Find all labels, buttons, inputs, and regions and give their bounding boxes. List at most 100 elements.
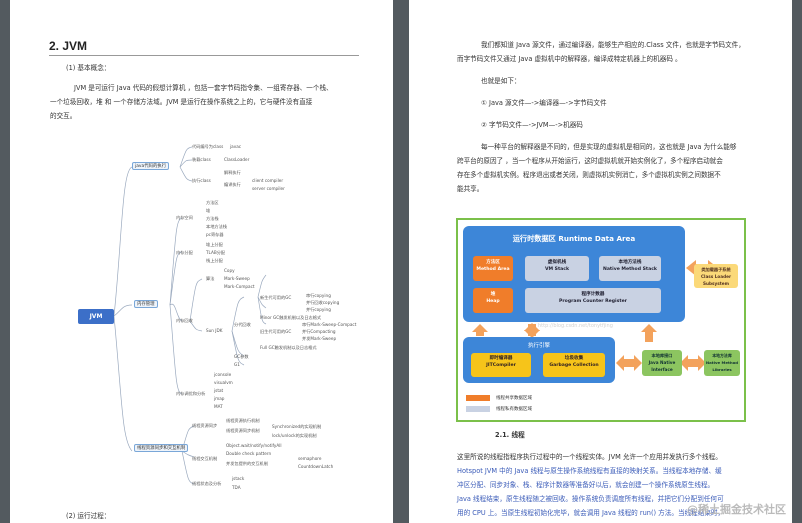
mindmap-node: 方法区 — [206, 200, 219, 205]
mindmap-node: jconsole — [214, 372, 232, 377]
mindmap-node: ClassLoader — [224, 157, 250, 162]
mindmap-node: 栈上分配 — [206, 258, 223, 263]
mindmap-node: TDA — [232, 485, 241, 490]
section-heading: 2. JVM — [49, 39, 88, 53]
paragraph-line: Hotspot JVM 中的 Java 线程与原生操作系统线程有直接的映射关系。… — [457, 467, 722, 475]
document-page-right: 我们都知道 Java 源文件，通过编译器，能够生产相应的.Class 文件，也就… — [409, 0, 792, 523]
thread-subheading: 2.1. 线程 — [495, 431, 525, 439]
paragraph-line: 也就是如下： — [481, 77, 521, 85]
mindmap-node: semaphore — [298, 456, 322, 461]
legend-swatch-private — [466, 406, 490, 412]
mindmap-node: 方法栈 — [206, 216, 219, 221]
mindmap-node: TLAB分配 — [206, 250, 226, 255]
mindmap-node: 线程资源同步机制 — [226, 428, 260, 433]
paragraph-line: 用的 CPU 上。当原生线程初始化完毕，就会调用 Java 线程的 run() … — [457, 509, 725, 517]
paragraph-line: 能共享。 — [457, 185, 484, 193]
mindmap-node: Minor GC触发机制以及日志格式 — [260, 315, 322, 320]
mindmap-node: Double check pattern — [226, 451, 272, 456]
mindmap-node: 装载class — [192, 157, 211, 162]
diagram-arrows — [472, 260, 718, 371]
mindmap-node: Sun JDK — [206, 328, 223, 333]
mindmap-node: Synchronized的实现机制 — [272, 424, 322, 429]
mindmap-node: 分代回收 — [234, 322, 251, 327]
mindmap-node: 堆上分配 — [206, 242, 223, 247]
mindmap-node: GC参数 — [234, 354, 249, 359]
paragraph-line: 这里所说的线程指程序执行过程中的一个线程实体。JVM 允许一个应用并发执行多个线… — [457, 453, 722, 461]
legend-swatch-shared — [466, 395, 490, 401]
paragraph-line: 存在多个虚拟机实例。程序退出或者关闭，则虚拟机实例消亡，多个虚拟机实例之间数据不 — [457, 171, 721, 179]
mindmap-branch: java代码的执行 — [132, 162, 170, 170]
mindmap-node: 执行class — [192, 178, 211, 183]
heading-rule — [49, 55, 359, 56]
mindmap-node: 线程资源同步 — [192, 423, 218, 428]
mindmap-node: 并行Compacting — [302, 329, 336, 334]
mindmap-branch: 线程资源同步和交互机制 — [134, 444, 189, 452]
mindmap-node: 线程资源执行机制 — [226, 418, 260, 423]
site-watermark: @稀土掘金技术社区 — [687, 503, 786, 516]
paragraph-line: 一个垃圾回收，堆 和 一个存储方法域。JVM 是运行在操作系统之上的，它与硬件没… — [50, 98, 313, 106]
mindmap-node: 解释执行 — [224, 170, 241, 175]
mindmap-node: 线程交互机制 — [192, 456, 218, 461]
legend-private-label: 线程私有数据区域 — [496, 407, 532, 412]
paragraph-line: 我们都知道 Java 源文件，通过编译器，能够生产相应的.Class 文件，也就… — [481, 41, 745, 49]
subsection-run-process: (2) 运行过程： — [66, 512, 111, 520]
mindmap-node: 并行copying — [306, 307, 331, 312]
paragraph-line: 的交互。 — [50, 112, 77, 120]
mindmap-branch: 内存管理 — [134, 300, 158, 308]
paragraph-line: Java 线程结束，原生线程随之被回收。操作系统负责调度所有线程，并把它们分配到… — [457, 495, 724, 503]
mindmap-node: 旧生代可用的GC — [260, 329, 292, 334]
mindmap-node: 内存空间 — [176, 215, 193, 220]
paragraph-line: 跨平台的原因了 ，当一个程序从开始运行，这时虚拟机就开始实例化了，多个程序启动就… — [457, 157, 723, 165]
paragraph-line: 而字节码文件又通过 Java 虚拟机中的解释器，编译成特定机器上的机器码 。 — [457, 55, 682, 63]
mindmap-root: JVM — [78, 309, 114, 324]
paragraph-line: JVM 是可运行 Java 代码的假想计算机 ，包括一套字节码指令集、一组寄存器… — [74, 84, 333, 92]
mindmap-node: visualvm — [214, 380, 233, 385]
mindmap-node: 编译执行 — [224, 182, 241, 187]
mindmap-node: 并发包提供的交互机制 — [226, 461, 268, 466]
mindmap-node: client compiler — [252, 178, 284, 183]
list-item: ① Java 源文件—->编译器—->字节码文件 — [481, 99, 607, 107]
jvm-mindmap: JVM java代码的执行 代码编号为class 装载class 执行class… — [10, 0, 393, 523]
document-page-left: 2. JVM (1) 基本概念： JVM 是可运行 Java 代码的假想计算机 … — [10, 0, 393, 523]
mindmap-node: Object.wait/notify/notifyAll — [226, 443, 282, 448]
legend-shared-label: 线程共享数据区域 — [496, 396, 532, 401]
diagram-watermark: http://blog.csdn.net/tonytfjing — [538, 323, 613, 329]
mindmap-node: jstat — [214, 388, 224, 393]
mindmap-node: javac — [230, 144, 242, 149]
list-item: ② 字节码文件—->JVM—->机器码 — [481, 121, 583, 129]
mindmap-node: CountdownLatch — [298, 464, 334, 469]
mindmap-connectors — [113, 146, 267, 485]
mindmap-node: jmap — [214, 396, 225, 401]
mindmap-node: 新生代可用的GC — [260, 295, 292, 300]
mindmap-node: 串行Mark-Sweep-Compact — [302, 322, 357, 327]
mindmap-node: lock/unlock的实现机制 — [272, 433, 317, 438]
mindmap-node: 内存回收 — [176, 318, 193, 323]
mindmap-node: 串行copying — [306, 293, 331, 298]
subsection-basic-concept: (1) 基本概念： — [66, 64, 111, 72]
mindmap-node: 内存调优和分析 — [176, 391, 206, 396]
paragraph-line: 每一种平台的解释器是不同的，但是实现的虚拟机是相同的，这也就是 Java 为什么… — [481, 143, 737, 151]
runtime-data-area-title: 运行时数据区 Runtime Data Area — [512, 234, 636, 243]
paragraph-line: 冲区分配、同步对象、栈、程序计数器等准备好以后，就会创建一个操作系统原生线程。 — [457, 481, 715, 489]
execution-engine-title: 执行引擎 — [527, 343, 550, 349]
mindmap-node: 本地方法栈 — [206, 224, 227, 229]
mindmap-node: 算法 — [206, 276, 215, 281]
mindmap-node: Full GC触发机制以及日志格式 — [260, 345, 317, 350]
mindmap-node: 堆 — [206, 208, 211, 213]
mindmap-node: 代码编号为class — [192, 144, 224, 149]
mindmap-node: 内存分配 — [176, 250, 193, 255]
mindmap-node: pc寄存器 — [206, 232, 224, 237]
